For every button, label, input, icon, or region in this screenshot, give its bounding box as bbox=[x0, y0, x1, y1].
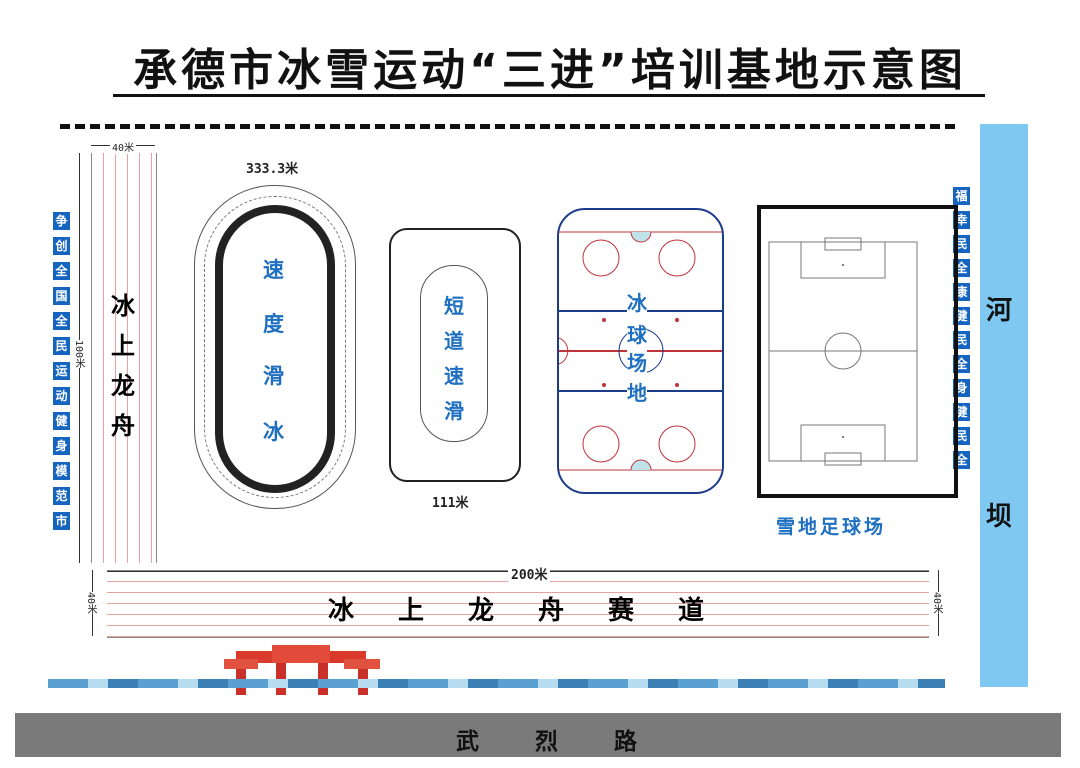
boat-v-char: 舟 bbox=[111, 412, 135, 440]
river-label-1: 河 bbox=[986, 296, 1013, 326]
short-track-char: 短 bbox=[444, 294, 464, 318]
speed-skating-char: 速 bbox=[263, 258, 284, 282]
title-underline bbox=[113, 94, 985, 97]
road-label: 武烈路 bbox=[456, 729, 693, 755]
left-slogan-char: 动 bbox=[53, 387, 70, 405]
left-slogan-char: 身 bbox=[53, 437, 70, 455]
map-title: 承德市冰雪运动“三进”培训基地示意图 bbox=[133, 45, 967, 96]
right-slogan-char: 福 bbox=[953, 187, 970, 205]
boat-v-char: 龙 bbox=[111, 372, 135, 400]
speed-skating-char: 度 bbox=[263, 312, 284, 336]
river-label-2: 坝 bbox=[986, 502, 1013, 532]
left-slogan-char: 民 bbox=[53, 337, 70, 355]
boat-h-width-dim-left: 40米 bbox=[85, 592, 98, 615]
boat-v-label: 冰 上 龙 舟 bbox=[109, 286, 137, 446]
soccer-markings bbox=[768, 237, 918, 466]
short-track-dim: 111米 bbox=[432, 496, 469, 511]
short-track-rink bbox=[389, 228, 521, 482]
left-slogan-char: 模 bbox=[53, 462, 70, 480]
speed-skating-dim: 333.3米 bbox=[246, 162, 299, 177]
short-track-char: 滑 bbox=[444, 399, 464, 423]
boat-h-length-dim: 200米 bbox=[508, 564, 551, 583]
boat-v-length-dim: 100米 bbox=[73, 340, 86, 369]
dragon-boat-vertical-lane bbox=[91, 153, 157, 563]
left-slogan-char: 市 bbox=[53, 512, 70, 530]
left-slogan-char: 国 bbox=[53, 287, 70, 305]
speed-skating-outer-track bbox=[194, 185, 356, 509]
boundary-dashed-line bbox=[60, 124, 955, 129]
left-slogan-char: 争 bbox=[53, 212, 70, 230]
boat-v-width-dim: 40米 bbox=[110, 139, 137, 154]
boat-h-label: 冰上龙舟赛道 bbox=[328, 596, 749, 626]
speed-skating-mid-track bbox=[204, 196, 346, 498]
short-track-oval bbox=[420, 265, 488, 442]
hockey-char: 冰 bbox=[627, 290, 647, 316]
speed-skating-char: 滑 bbox=[263, 364, 284, 388]
river-strip bbox=[980, 124, 1028, 687]
left-slogan-char: 范 bbox=[53, 487, 70, 505]
left-slogan: 争创全国全民运动健身模范市 bbox=[53, 212, 70, 530]
left-slogan-char: 健 bbox=[53, 412, 70, 430]
hockey-char: 场 bbox=[627, 350, 647, 376]
left-slogan-char: 运 bbox=[53, 362, 70, 380]
boat-v-char: 上 bbox=[111, 332, 135, 360]
short-track-char: 速 bbox=[444, 364, 464, 388]
short-track-char: 道 bbox=[444, 329, 464, 353]
hockey-char: 地 bbox=[627, 380, 647, 406]
banner-strip bbox=[48, 679, 945, 688]
soccer-label: 雪地足球场 bbox=[776, 516, 887, 538]
soccer-field bbox=[757, 205, 958, 498]
left-slogan-char: 创 bbox=[53, 237, 70, 255]
road bbox=[15, 713, 1061, 757]
left-slogan-char: 全 bbox=[53, 312, 70, 330]
hockey-char: 球 bbox=[627, 322, 647, 348]
speed-skating-char: 冰 bbox=[263, 420, 284, 444]
left-slogan-char: 全 bbox=[53, 262, 70, 280]
speed-skating-track bbox=[215, 205, 335, 493]
boat-v-char: 冰 bbox=[111, 292, 135, 320]
boat-h-width-dim-right: 40米 bbox=[931, 592, 944, 615]
